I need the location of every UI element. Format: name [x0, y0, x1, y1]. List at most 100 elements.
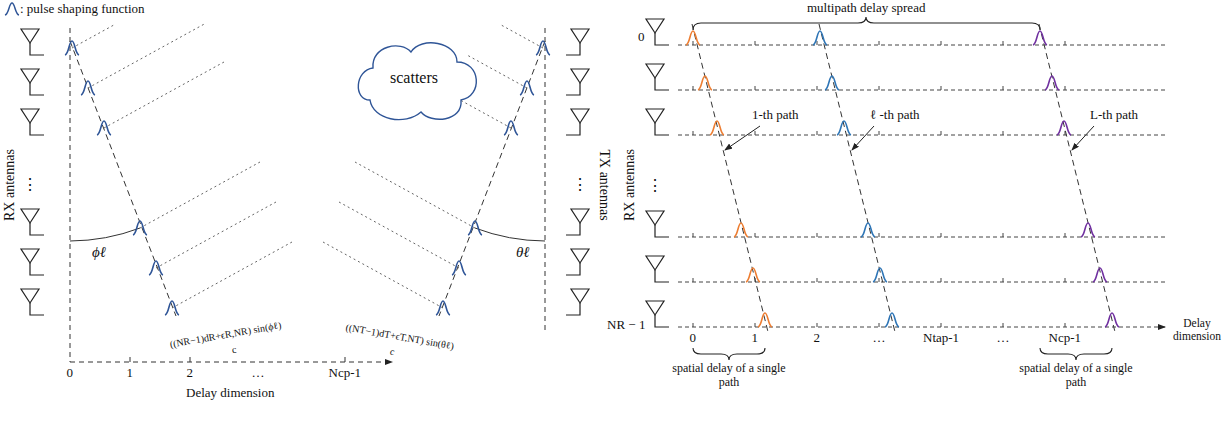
delay-origin-line [70, 28, 71, 362]
pulse-shape [734, 223, 748, 237]
delay-tick [817, 278, 818, 282]
formula: ((NR−1)dR+ϵR,NR) sin(ϕℓ) [168, 319, 281, 350]
antenna-symbol [646, 109, 664, 123]
delay-tick [755, 131, 756, 135]
antenna-symbol [21, 29, 39, 43]
antenna-row-line [678, 45, 1165, 46]
pulse-shape [710, 121, 724, 135]
delay-tick [693, 278, 694, 282]
pulse-shape [813, 31, 827, 45]
axis-tick [345, 357, 346, 362]
antenna-feed [655, 33, 669, 45]
ellipsis: ⋮ [647, 177, 663, 195]
legend-text: : pulse shaping function [20, 1, 145, 17]
leader-line [852, 126, 874, 150]
axis-tick [130, 357, 131, 362]
antenna-feed [655, 225, 669, 237]
formula: c [231, 344, 237, 356]
tick-label: Ncp-1 [1049, 331, 1082, 346]
legend-swatch [4, 2, 20, 16]
delay-tick [693, 86, 694, 90]
wavefront-line [104, 62, 224, 128]
delay-tick [1065, 41, 1066, 45]
wavefront-line [355, 162, 475, 228]
antenna-symbol [646, 256, 664, 270]
pulse-shape [452, 261, 466, 275]
angle-label: ϕℓ [92, 244, 106, 261]
pulse-shape [885, 313, 899, 327]
delay-tick [879, 233, 880, 237]
antenna-row-line [678, 237, 1165, 238]
pulse-shape [165, 301, 179, 315]
delay-tick [755, 41, 756, 45]
pulse-shape [1081, 223, 1095, 237]
tick-label: 1 [127, 366, 134, 381]
delay-spread-brace [693, 17, 1040, 30]
delay-tick [879, 323, 880, 327]
wavefront-line [499, 24, 543, 48]
pulse-shape [468, 221, 482, 235]
angle-arc [475, 228, 545, 241]
tick-label: Ncp-1 [329, 366, 362, 381]
antenna-feed [30, 303, 44, 315]
spatial-delay-brace [1040, 348, 1112, 360]
delay-tick [817, 41, 818, 45]
antenna-symbol [571, 209, 589, 223]
brace-label: spatial delay of a single path [1017, 362, 1135, 390]
antenna-feed [30, 223, 44, 235]
delay-tick [1003, 278, 1004, 282]
antenna-symbol [21, 109, 39, 123]
antenna-symbol [646, 211, 664, 225]
delay-tick [941, 41, 942, 45]
delay-tick [1003, 323, 1004, 327]
delay-tick [1003, 233, 1004, 237]
wavefront-line [72, 24, 116, 48]
tick-label: 2 [814, 331, 821, 346]
wavefront-line [156, 202, 276, 268]
wavefront-line [172, 242, 292, 308]
leader-line [1072, 126, 1094, 150]
cloud-shape [358, 43, 476, 120]
brace-label: multipath delay spread [807, 1, 925, 16]
antenna-feed [655, 270, 669, 282]
wavefront-line [140, 162, 260, 228]
tick-label: … [252, 366, 265, 381]
delay-tick [941, 131, 942, 135]
path-slant-line [692, 24, 768, 332]
delay-tick [817, 131, 818, 135]
antenna-feed [30, 83, 44, 95]
delay-tick [817, 323, 818, 327]
antenna-symbol [571, 109, 589, 123]
pulse-shape [520, 81, 534, 95]
tick-label: … [997, 331, 1010, 346]
wavefront-line [323, 242, 443, 308]
wavefront-line [88, 24, 204, 88]
axis-title: Delay dimension [1171, 317, 1223, 343]
delay-tick [693, 41, 694, 45]
antenna-symbol [646, 19, 664, 33]
pulse-shape [873, 268, 887, 282]
delay-tick [1065, 278, 1066, 282]
formula: c [389, 346, 395, 358]
antenna-feed [566, 83, 580, 95]
antenna-symbol [571, 29, 589, 43]
pulse-shape [1093, 268, 1107, 282]
tick-label: 1 [752, 331, 759, 346]
tick-label: Ntap-1 [923, 331, 959, 346]
antenna-index: NR − 1 [607, 318, 645, 333]
antenna-feed [655, 123, 669, 135]
tick-label: 0 [67, 366, 74, 381]
legend: : pulse shaping function [4, 1, 145, 17]
pulse-shape [758, 313, 772, 327]
antenna-row-line [678, 90, 1165, 91]
tick-label: … [873, 331, 886, 346]
pulse-shape [133, 221, 147, 235]
antenna-feed [566, 123, 580, 135]
antenna-row-line [678, 282, 1165, 283]
delay-tick [879, 86, 880, 90]
wavefront-line [339, 202, 459, 268]
antenna-symbol [571, 289, 589, 303]
delay-tick [879, 278, 880, 282]
path-slant-line [819, 24, 895, 332]
pulse-shape [698, 76, 712, 90]
